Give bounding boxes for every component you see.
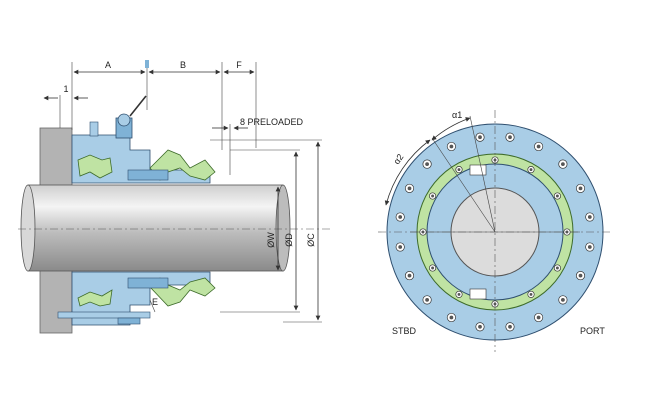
label-e: E bbox=[152, 297, 158, 307]
bolt-head bbox=[529, 168, 533, 172]
bolt-head bbox=[449, 144, 454, 149]
stbd-label: STBD bbox=[392, 326, 417, 336]
upper-lip-seal bbox=[77, 154, 113, 179]
dim-f-label: F bbox=[236, 60, 242, 70]
bolt-head bbox=[431, 266, 435, 270]
bottom-bolt bbox=[57, 311, 151, 325]
bolt-head bbox=[407, 186, 412, 191]
angle-1-label: α1 bbox=[452, 110, 462, 120]
dia-w-label: ØW bbox=[266, 232, 276, 248]
bolt-head bbox=[555, 194, 559, 198]
bolt-head bbox=[478, 135, 482, 140]
preloaded-label: 8 PRELOADED bbox=[240, 117, 304, 127]
angle-2-label: α2 bbox=[391, 152, 405, 166]
dia-c-label: ØC bbox=[306, 233, 316, 247]
bolt-head bbox=[536, 315, 541, 320]
dim-b-label: B bbox=[180, 60, 186, 70]
lower-clamp bbox=[127, 277, 169, 289]
bolt-head bbox=[508, 324, 512, 329]
bolt-head bbox=[578, 186, 583, 191]
bolt-head bbox=[398, 215, 403, 219]
top-dimensions: A B F 1 bbox=[43, 60, 257, 150]
bolt-head bbox=[478, 324, 482, 329]
bolt-head bbox=[449, 315, 454, 320]
angle-2-arc bbox=[384, 139, 431, 206]
preloaded-dimension: 8 PRELOADED bbox=[212, 117, 304, 175]
front-view: α1 α2 STBD PORT bbox=[378, 110, 612, 352]
diameter-dimensions: ØW ØD ØC bbox=[210, 139, 322, 323]
side-section-view: A B F 1 8 PRELOADED ØW ØD ØC bbox=[18, 60, 330, 334]
bolt-head bbox=[561, 162, 565, 166]
bolt-head bbox=[508, 135, 512, 140]
dim-1-label: 1 bbox=[63, 84, 68, 94]
bolt-head bbox=[536, 144, 541, 149]
bolt-head bbox=[587, 215, 592, 219]
dim-a-label: A bbox=[105, 60, 111, 70]
upper-clamp bbox=[127, 169, 169, 181]
lower-lip-seal bbox=[77, 289, 113, 307]
bolt-head bbox=[398, 245, 403, 249]
bolt-head bbox=[561, 298, 565, 302]
valve-fitting bbox=[89, 95, 147, 139]
bolt-head bbox=[431, 194, 435, 198]
port-label: PORT bbox=[580, 326, 605, 336]
bolt-head bbox=[407, 273, 412, 278]
dia-d-label: ØD bbox=[284, 233, 294, 247]
bolt-head bbox=[457, 168, 461, 172]
bolt-head bbox=[457, 292, 461, 296]
bolt-head bbox=[555, 266, 559, 270]
bolt-head bbox=[425, 298, 429, 302]
bolt-head bbox=[529, 292, 533, 296]
angle-1-arc bbox=[431, 117, 471, 141]
propeller-shaft bbox=[20, 184, 291, 272]
bolt-head bbox=[587, 245, 592, 249]
bolt-head bbox=[578, 273, 583, 278]
bolt-head bbox=[425, 162, 429, 166]
